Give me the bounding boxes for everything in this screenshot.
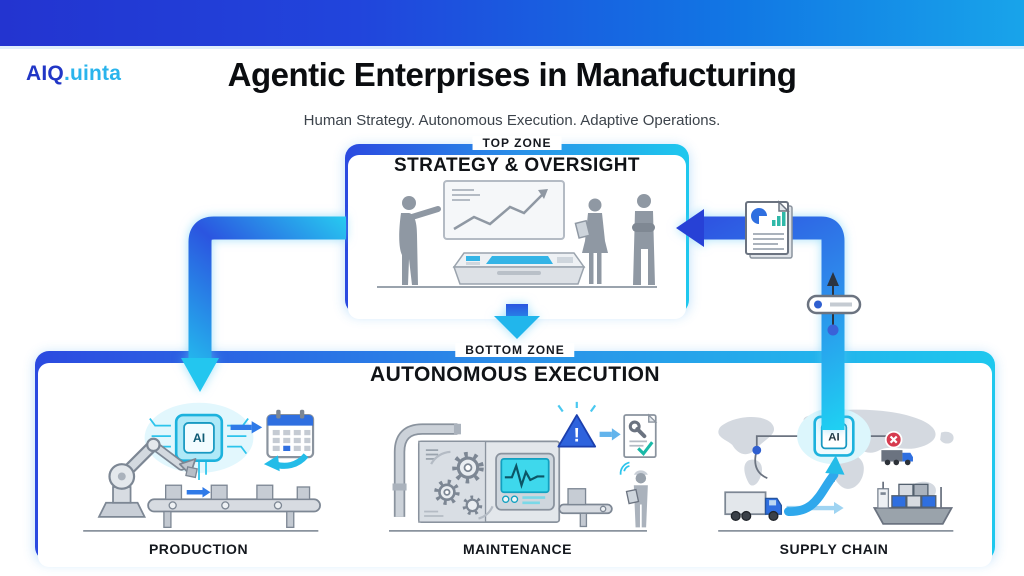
person-analyst [574,198,608,284]
check-icon [636,441,653,456]
pipes [392,423,461,517]
warning-icon: ! [556,401,596,448]
person-executive [632,194,655,285]
pie-chart-glyph [751,208,767,224]
technician-icon [619,461,648,528]
truck-icon [724,491,783,521]
work-order-icon [622,413,657,459]
page-subtitle: Human Strategy. Autonomous Execution. Ad… [303,112,721,129]
ai-chip-label: AI [192,431,204,445]
maintenance-label: MAINTENANCE [463,541,572,557]
brand-logo: AIQ.uinta [26,62,121,86]
top-zone-box: TOP ZONE STRATEGY & OVERSIGHT [345,136,689,319]
brand-logo-secondary: .uinta [63,62,122,85]
top-zone-inner: STRATEGY & OVERSIGHT [348,155,686,319]
disruption-x-icon [884,430,903,449]
maintenance-illustration: ! [388,401,657,532]
top-zone-label: TOP ZONE [472,136,562,150]
ai-chip-icon: AI [797,408,871,465]
bottom-zone-heading: AUTONOMOUS EXECUTION [370,363,660,386]
ai-chip-icon: AI [174,413,223,462]
control-console-icon [452,252,586,285]
arrow-alert-to-workorder-icon [599,428,621,441]
reroute-arrow-icon [783,455,845,516]
bar-chart-glyph [772,212,786,226]
calendar-icon [263,409,314,472]
route-node-dot [752,445,762,455]
section-supply-chain: AI [684,401,984,559]
robot-arm-icon [97,437,198,518]
small-truck-icon [881,450,913,466]
pill-node-dot [827,324,839,336]
brand-logo-primary: AIQ [26,62,64,85]
cargo-ship-icon [872,481,954,525]
top-gradient-bar [0,0,1024,46]
conveyor-belt-icon [146,484,321,529]
section-production: AI [46,401,351,559]
page-title: Agentic Enterprises in Manafucturing [227,56,797,93]
bottom-zone-label: BOTTOM ZONE [455,343,575,357]
ai-chip-label: AI [828,431,839,443]
section-maintenance: ! [353,401,683,559]
whiteboard-chart-icon [443,180,565,240]
strategy-oversight-illustration [377,180,657,288]
top-bar-underline [0,46,1024,49]
production-label: PRODUCTION [148,541,249,557]
report-document-icon [745,200,793,259]
warning-glyph: ! [573,425,579,446]
supply-chain-label: SUPPLY CHAIN [779,541,889,557]
pill-up-arrow [827,272,839,286]
top-zone-heading: STRATEGY & OVERSIGHT [394,155,640,176]
bottom-zone-sections: AI [38,401,992,559]
diagnostics-screen-icon [494,452,555,511]
person-presenter [399,196,441,285]
production-illustration: AI [82,402,321,532]
gears-icon [429,450,494,520]
bottom-zone-inner: AUTONOMOUS EXECUTION [38,363,992,567]
bottom-zone-box: BOTTOM ZONE AUTONOMOUS EXECUTION [35,343,995,567]
supply-chain-illustration: AI [718,408,954,532]
feedback-status-pill [806,272,862,336]
machine-conveyor-icon [557,488,613,528]
arrow-chip-to-calendar-icon [230,421,262,434]
